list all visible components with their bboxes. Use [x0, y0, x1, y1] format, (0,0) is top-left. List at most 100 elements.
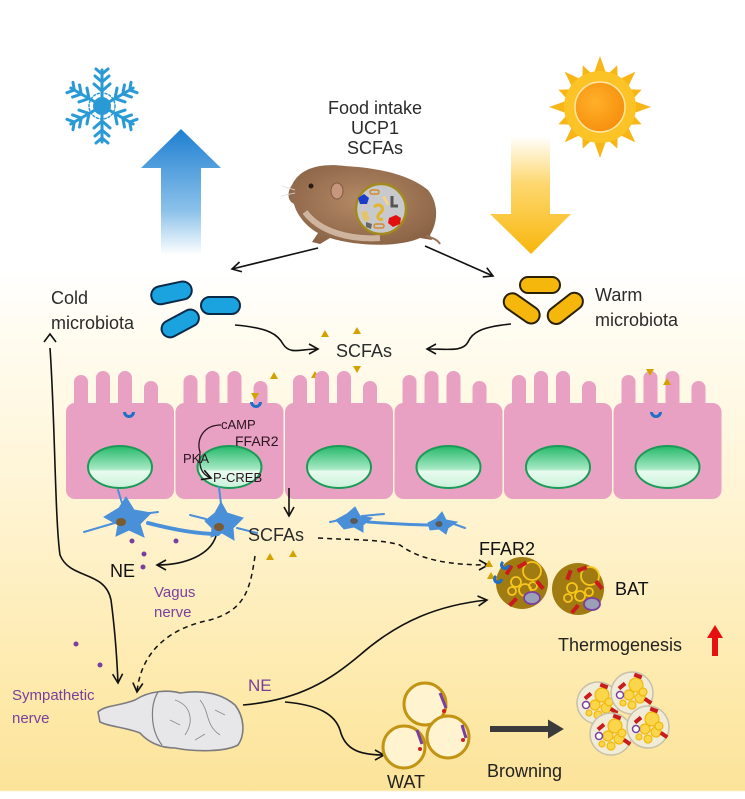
arrow-scfas-to-bat: [317, 537, 490, 571]
thermogenesis-up-arrow-icon: [707, 625, 723, 656]
arrow-gut-brain-loop: [49, 347, 124, 685]
cold-bacteria-icon: [150, 280, 241, 339]
nucleus: [306, 445, 372, 489]
arrow-up-icon: [141, 129, 221, 255]
arrow-warm-to-scfas: [425, 323, 512, 355]
arrow-cold-to-scfas: [234, 324, 320, 355]
nucleus: [634, 445, 701, 489]
microvillus: [402, 375, 417, 409]
epithelial-cell: [285, 371, 393, 499]
neuron-icon: [83, 486, 466, 541]
microvillus: [293, 375, 307, 409]
browning-label: Browning: [487, 761, 563, 781]
label-scfas-top: SCFAs: [346, 138, 403, 158]
sun-icon: [549, 56, 651, 158]
epithelial-cell: [613, 371, 722, 499]
microvillus: [556, 371, 570, 409]
thermogenesis-label: Thermogenesis: [558, 635, 683, 655]
ffar2-label-bat: FFAR2: [479, 539, 536, 559]
microvillus: [337, 371, 351, 409]
microvillus: [643, 371, 658, 409]
bat-label: BAT: [615, 579, 649, 599]
microvillus: [253, 381, 268, 409]
microvillus: [363, 381, 377, 409]
beige-cell: [576, 681, 620, 725]
epithelial-cell: [394, 371, 503, 499]
warm-label-line2: microbiota: [595, 310, 679, 330]
microvillus: [205, 371, 220, 409]
warm-bacteria-icon: [502, 276, 584, 325]
epithelial-cell: [66, 371, 174, 499]
pka-label: PKA: [183, 451, 210, 466]
mouse-label-group: Food intake UCP1 SCFAs: [300, 98, 450, 158]
warm-microbiota-label: Warm microbiota: [595, 283, 678, 333]
arrow-down-icon: [490, 136, 571, 254]
ne-label-gut: NE: [110, 561, 136, 581]
label-ucp1: UCP1: [350, 118, 399, 138]
microvillus: [621, 375, 636, 409]
arrow-mouse-to-cold: [230, 247, 319, 273]
arrow-vagus-to-brain: [132, 555, 256, 694]
ffar2-receptor-icon: [250, 402, 262, 408]
arrow-brain-to-wat: [284, 701, 386, 761]
intestinal-epithelium: [66, 371, 722, 499]
cold-microbiota-label: Cold microbiota: [51, 286, 134, 336]
microvillus: [446, 371, 461, 409]
microvillus: [472, 381, 487, 409]
camp-label: cAMP: [221, 417, 256, 432]
mouse-icon: [280, 165, 441, 245]
ne-label-brain: NE: [248, 676, 272, 695]
beige-cell: [610, 671, 654, 715]
bat-cell-icon: [485, 557, 604, 615]
browning-arrow-icon: [490, 719, 564, 739]
signaling-pathway-arrow: [198, 424, 222, 481]
warm-label-line1: Warm: [595, 285, 643, 305]
arrow-mouse-to-warm: [424, 245, 495, 278]
microvillus: [691, 381, 706, 409]
wat-label: WAT: [387, 772, 425, 792]
microvillus: [665, 371, 680, 409]
beige-adipocyte-icon: [576, 671, 670, 756]
microvillus: [315, 371, 329, 409]
nucleus: [525, 445, 591, 489]
pcreb-label: P-CREB: [213, 470, 263, 485]
cold-label-line2: microbiota: [51, 313, 135, 333]
arrow-brain-to-bat: [242, 595, 489, 706]
ffar2-label-cell: FFAR2: [235, 433, 279, 449]
microvillus: [74, 375, 88, 409]
scfas-center-label: SCFAs: [336, 341, 393, 361]
nucleus: [196, 445, 263, 489]
scfas-neuron-label: SCFAs: [248, 525, 305, 545]
epithelium-scfa-receptors: [123, 369, 671, 418]
sympathetic-line1: Sympathetic: [12, 687, 95, 704]
microvillus: [118, 371, 132, 409]
microvillus: [144, 381, 158, 409]
vagus-line2: nerve: [154, 604, 192, 621]
ffar2-receptor-icon: [650, 412, 662, 418]
sympathetic-nerve-label: Sympathetic nerve: [12, 684, 95, 730]
nucleus: [87, 445, 153, 489]
vagus-nerve-label: Vagus nerve: [154, 583, 195, 623]
ffar2-receptor-icon: [123, 412, 135, 418]
microvillus: [512, 375, 526, 409]
brain-icon: [97, 690, 244, 752]
microvillus: [582, 381, 596, 409]
sympathetic-line2: nerve: [12, 710, 50, 727]
microvillus: [424, 371, 439, 409]
beige-cell: [589, 712, 633, 756]
nucleus: [415, 445, 482, 489]
wat-cell-icon: [381, 681, 471, 770]
scfa-molecules: [266, 550, 297, 560]
vagus-line1: Vagus: [154, 584, 196, 601]
microvillus: [227, 371, 242, 409]
microvillus: [534, 371, 548, 409]
microvillus: [183, 375, 198, 409]
arrow-neuron-to-ne: [155, 535, 217, 571]
snowflake-icon: [64, 67, 140, 145]
cold-label-line1: Cold: [51, 288, 89, 308]
ne-vesicles: [73, 538, 179, 668]
epithelial-cell: [504, 371, 612, 499]
microvillus: [96, 371, 110, 409]
